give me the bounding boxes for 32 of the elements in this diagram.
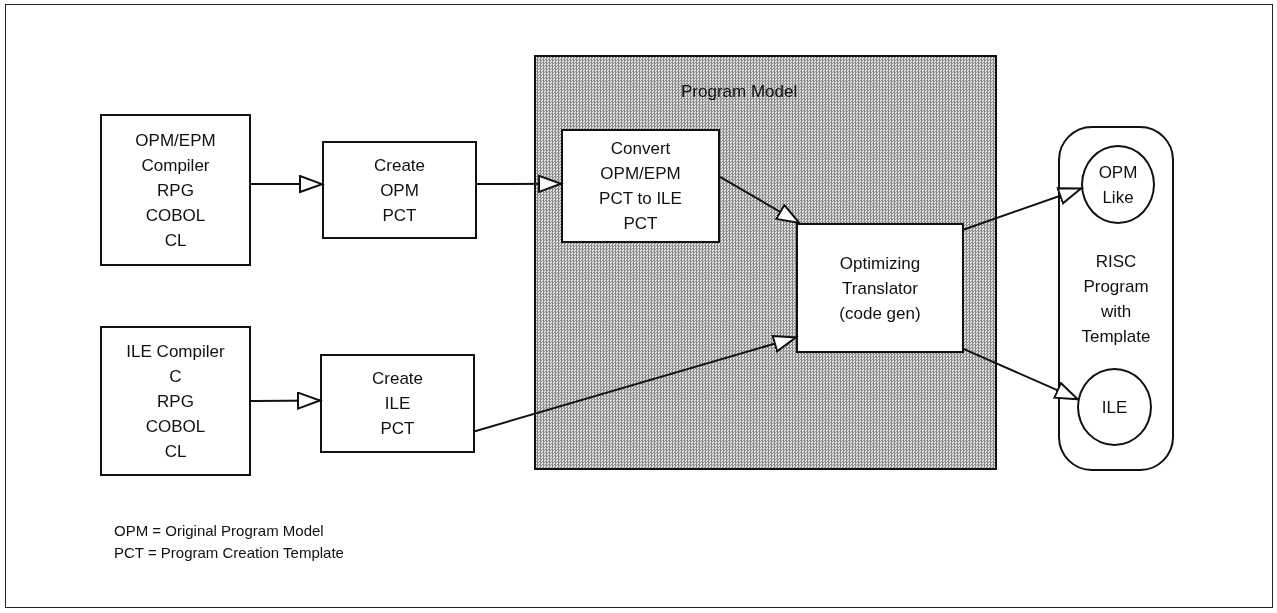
- node-label: Create ILE PCT: [371, 368, 424, 440]
- process-box: [320, 354, 475, 453]
- node-label: CL: [164, 229, 187, 252]
- note-text: OPM = Original Program Model: [114, 521, 325, 541]
- node-label: RPG: [157, 390, 194, 413]
- node-label: ILE: [1101, 396, 1128, 419]
- node-label: RISC Program with Template: [1080, 250, 1152, 348]
- process-box: [322, 141, 477, 239]
- arrow: [474, 334, 797, 433]
- shaded-region: [534, 55, 997, 470]
- node-label: Convert OPM/EPM PCT to ILE PCT: [598, 138, 683, 235]
- arrow: [719, 175, 801, 224]
- process-box: [561, 129, 720, 243]
- arrow: [963, 187, 1082, 231]
- node-label: Optimizing Translator (code gen): [838, 252, 922, 325]
- node-label: COBOL: [145, 204, 206, 227]
- node-label: Create OPM PCT: [373, 154, 426, 227]
- process-box: [100, 326, 251, 476]
- node-label: CL: [164, 440, 187, 463]
- process-box: [796, 223, 964, 353]
- arrow: [250, 391, 321, 410]
- node-label: COBOL: [145, 415, 206, 438]
- arrow: [476, 174, 562, 193]
- node-label: C: [169, 365, 182, 388]
- note-text: PCT = Program Creation Template: [114, 543, 344, 563]
- rounded-container: [1058, 126, 1174, 471]
- node-label: ILE Compiler: [126, 340, 225, 363]
- process-box: [100, 114, 251, 266]
- node-label: RPG: [157, 179, 194, 202]
- node-label: OPM/EPM Compiler: [134, 129, 217, 177]
- node-label: OPM Like: [1097, 161, 1139, 209]
- arrow: [250, 175, 323, 194]
